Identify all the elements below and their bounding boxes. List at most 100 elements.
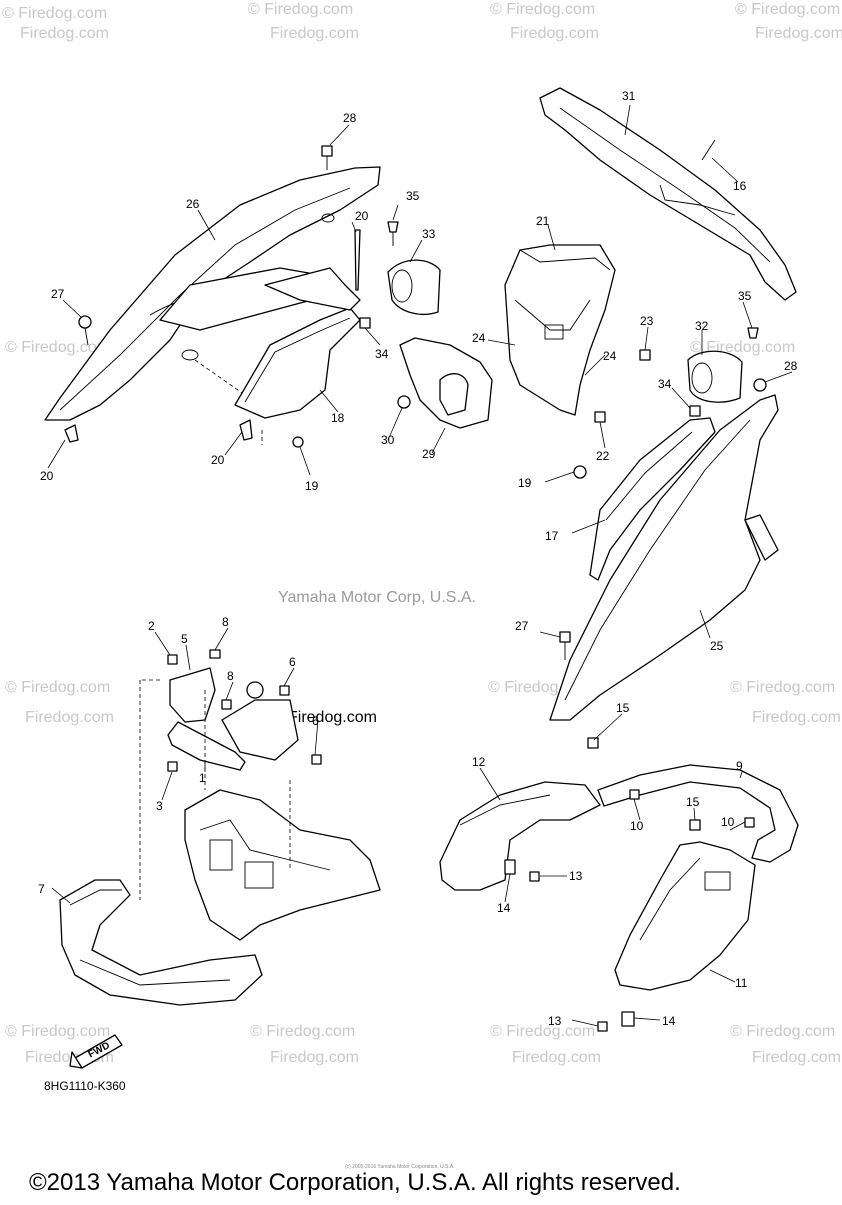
- watermark-text: © Firedog.com: [730, 679, 835, 696]
- callout-27: 27: [515, 619, 529, 633]
- part-27-bolt-right[interactable]: [559, 631, 571, 660]
- part-35-screw-left[interactable]: [387, 221, 399, 246]
- callout-35: 35: [738, 289, 752, 303]
- watermark-text: © Firedog.com: [5, 339, 110, 356]
- watermark-text: © Firedog.com: [490, 1023, 595, 1040]
- callout-24: 24: [603, 349, 617, 363]
- watermark-text: Firedog.com: [755, 25, 842, 42]
- callout-21: 21: [536, 214, 550, 228]
- callout-27: 27: [51, 287, 65, 301]
- part-20-screw[interactable]: [64, 229, 361, 443]
- part-2-bolt[interactable]: [167, 654, 178, 665]
- part-27-bolt[interactable]: [78, 315, 92, 346]
- callout-10: 10: [630, 819, 644, 833]
- part-16-rivet[interactable]: [701, 139, 716, 161]
- footer-small-print: (c) 2005-2016 Yamaha Motor Corporation, …: [345, 1164, 455, 1170]
- center-watermark: Yamaha Motor Corp, U.S.A.: [278, 589, 476, 606]
- part-31-rear-rail[interactable]: [539, 87, 797, 301]
- callout-3: 3: [156, 799, 163, 813]
- part-34-clip-right[interactable]: [689, 405, 701, 417]
- watermark-text: © Firedog.com: [5, 679, 110, 696]
- part-28-bolt[interactable]: [321, 145, 333, 170]
- callout-9: 9: [736, 759, 743, 773]
- watermark-text: © Firedog.com: [730, 1023, 835, 1040]
- part-34-clip[interactable]: [359, 317, 371, 329]
- callout-16: 16: [733, 179, 747, 193]
- part-35-screw-right[interactable]: [747, 327, 759, 339]
- callout-17: 17: [545, 529, 559, 543]
- part-21-center-bracket[interactable]: [504, 244, 616, 416]
- part-14-nut[interactable]: [504, 859, 635, 1027]
- leader-lines: [47, 104, 793, 1027]
- callout-2: 2: [148, 619, 155, 633]
- callout-15: 15: [616, 701, 630, 715]
- callout-24: 24: [472, 331, 486, 345]
- part-29-inner-panel[interactable]: [399, 337, 493, 429]
- part-6-bracket[interactable]: [221, 681, 299, 761]
- watermark-text: Firedog.com: [752, 709, 841, 726]
- callout-20: 20: [40, 469, 54, 483]
- part-12-front-garnish[interactable]: [439, 781, 601, 891]
- callout-20: 20: [355, 209, 369, 223]
- part-6-screw[interactable]: [279, 685, 322, 765]
- callout-11: 11: [735, 976, 748, 990]
- watermark-layer: © Firedog.com © Firedog.com © Firedog.co…: [2, 1, 842, 1066]
- part-23-bolt[interactable]: [639, 349, 651, 361]
- part-9-grab-bar[interactable]: [597, 764, 799, 863]
- callout-14: 14: [497, 901, 511, 915]
- callout-18: 18: [331, 411, 345, 425]
- overlay-watermark: Firedog.com: [288, 709, 377, 726]
- watermark-text: © Firedog.com: [5, 1023, 110, 1040]
- callout-13: 13: [548, 1014, 562, 1028]
- callout-34: 34: [658, 377, 672, 391]
- callout-14: 14: [662, 1014, 676, 1028]
- callout-13: 13: [569, 869, 583, 883]
- part-5-bracket[interactable]: [169, 667, 216, 723]
- part-3-nut[interactable]: [167, 761, 178, 772]
- watermark-text: Firedog.com: [512, 1049, 601, 1066]
- callout-1: 1: [199, 771, 206, 785]
- callout-20: 20: [211, 453, 225, 467]
- part-11-rear-cover[interactable]: [614, 841, 756, 991]
- callout-19: 19: [305, 479, 319, 493]
- callout-32: 32: [695, 319, 709, 333]
- part-33-lamp-housing-left[interactable]: [387, 259, 441, 315]
- callout-5: 5: [181, 632, 188, 646]
- part-1-stay[interactable]: [167, 721, 246, 771]
- callout-29: 29: [422, 447, 436, 461]
- callout-28: 28: [343, 111, 357, 125]
- part-13-screw[interactable]: [529, 871, 608, 1032]
- callout-34: 34: [375, 347, 389, 361]
- part-30-screw[interactable]: [397, 395, 411, 409]
- watermark-text: Firedog.com: [752, 1049, 841, 1066]
- callout-12: 12: [472, 755, 486, 769]
- watermark-text: © Firedog.com: [490, 1, 595, 18]
- callout-30: 30: [381, 433, 395, 447]
- part-19-bolt-right[interactable]: [573, 465, 587, 479]
- part-10-bolt[interactable]: [629, 789, 755, 828]
- callout-6: 6: [312, 714, 319, 728]
- watermark-text: © Firedog.com: [248, 1, 353, 18]
- part-17-bracket-right[interactable]: [589, 417, 716, 581]
- part-28-bolt-right[interactable]: [753, 378, 767, 392]
- callout-7: 7: [38, 882, 45, 896]
- footer-copyright: ©2013 Yamaha Motor Corporation, U.S.A. A…: [29, 1169, 681, 1196]
- callout-22: 22: [596, 449, 610, 463]
- callout-15: 15: [686, 795, 700, 809]
- watermark-text: Firedog.com: [270, 25, 359, 42]
- part-18-bracket-left[interactable]: [234, 267, 361, 419]
- callout-8: 8: [227, 669, 234, 683]
- part-7-front-cowl[interactable]: [59, 879, 263, 1006]
- callout-35: 35: [406, 189, 420, 203]
- callout-23: 23: [640, 314, 654, 328]
- callout-25: 25: [710, 639, 724, 653]
- watermark-text: © Firedog.com: [735, 1, 840, 18]
- watermark-text: Firedog.com: [510, 25, 599, 42]
- part-19-bolt[interactable]: [292, 436, 304, 448]
- part-22-clip[interactable]: [594, 411, 606, 423]
- part-25-side-cover-right[interactable]: [549, 394, 779, 721]
- part-32-lamp-housing-right[interactable]: [687, 350, 743, 403]
- callout-10: 10: [721, 815, 735, 829]
